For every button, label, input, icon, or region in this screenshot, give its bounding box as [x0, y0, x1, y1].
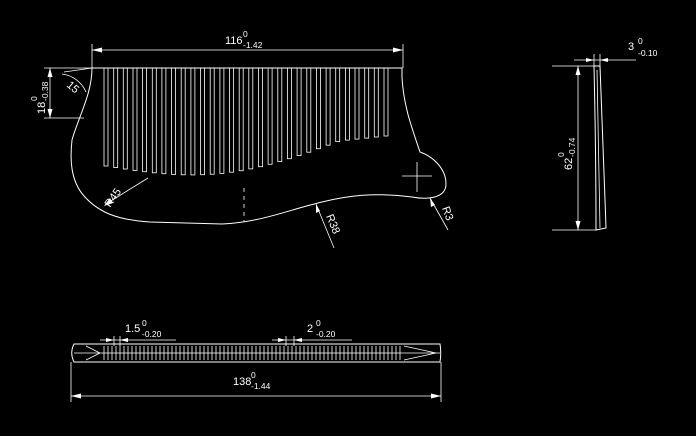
comb-teeth	[103, 67, 389, 176]
comb-tooth	[103, 67, 109, 167]
comb-tooth	[113, 67, 119, 168]
dim-len-base: 138	[233, 376, 251, 388]
dim-len-upper: 0	[251, 370, 256, 380]
dim-tw-base: 1.5	[125, 323, 140, 335]
comb-tooth	[335, 67, 341, 142]
dim-side-thk-arrow-left	[586, 58, 594, 62]
comb-tooth	[354, 67, 360, 140]
dim-len-lower: -1.44	[251, 381, 271, 391]
comb-tooth	[267, 67, 273, 165]
dim-top-base: 116	[225, 35, 243, 47]
comb-tooth	[200, 67, 206, 176]
dim-r3-text: R3	[439, 205, 455, 222]
comb-tooth	[190, 67, 196, 176]
dim-side-thk-arrow-right	[600, 58, 608, 62]
comb-tooth	[258, 67, 263, 168]
dim-top-arrow-right	[393, 47, 403, 53]
top-left-end-2	[85, 352, 101, 361]
comb-tooth	[373, 67, 379, 138]
dim-side-h-text: 62 0 -0.74	[556, 137, 577, 170]
dim-side-h-arrow-top	[575, 66, 581, 75]
dim-r38-text: R38	[323, 213, 342, 236]
dim-gap-base: 2	[307, 323, 313, 335]
comb-tooth	[286, 67, 292, 160]
dim-r3-arrow	[430, 198, 435, 207]
top-left-end	[85, 345, 101, 354]
dim-side-thk-upper: 0	[638, 36, 643, 46]
top-right-end	[403, 345, 437, 354]
dim-left-upper: 0	[29, 96, 39, 101]
dim-angle-arc	[61, 73, 87, 93]
dim-tw-lower: -0.20	[142, 329, 162, 339]
dim-r45-leader	[105, 177, 149, 205]
dim-left-arrow-top	[47, 68, 53, 77]
comb-tooth	[151, 67, 157, 174]
comb-tooth	[171, 67, 177, 175]
dim-r3-value: R3	[439, 205, 455, 222]
comb-tooth	[142, 67, 148, 173]
dim-left-text: 18 0 -0.38	[29, 81, 50, 114]
comb-outline	[70, 67, 447, 225]
side-inner-line	[596, 69, 601, 229]
side-outline	[593, 65, 607, 231]
dim-len-arrow-left	[71, 393, 81, 399]
dim-left-lower: -0.38	[40, 81, 50, 101]
comb-tooth	[132, 67, 138, 171]
dim-gap-arrow-left	[278, 338, 286, 342]
dim-left-base: 18	[36, 102, 48, 114]
comb-tooth	[306, 67, 312, 153]
dim-top-lower: -1.42	[243, 40, 263, 50]
dim-gap-arrow-right	[294, 338, 302, 342]
comb-tooth	[325, 67, 331, 146]
dim-side-h-lower: -0.74	[567, 137, 577, 157]
side-view: 3 0 -0.10 62 0 -0.74	[552, 36, 658, 231]
top-outline	[71, 343, 442, 363]
comb-tooth	[364, 67, 370, 139]
dim-r45-arrow	[104, 198, 113, 206]
top-view: 1.5 0 -0.20 2 0 -0.20 138 0 -1.44	[70, 318, 442, 402]
comb-tooth	[229, 67, 234, 173]
comb-tooth	[122, 67, 128, 170]
dim-left-arrow-bottom	[47, 109, 53, 118]
dim-side-thk-lower: -0.10	[638, 48, 658, 58]
comb-tooth	[219, 67, 225, 174]
comb-tooth	[180, 67, 186, 176]
dim-side-thk-base: 3	[628, 41, 634, 53]
dim-side-h-arrow-bottom	[575, 221, 581, 230]
comb-tooth	[344, 67, 350, 141]
comb-tooth	[161, 67, 167, 175]
comb-tooth	[248, 67, 254, 170]
dim-top-arrow-left	[92, 47, 102, 53]
dim-tw-arrow-left	[106, 338, 114, 342]
comb-tooth	[238, 67, 244, 172]
comb-tooth	[209, 67, 215, 175]
dim-side-h-upper: 0	[556, 152, 566, 157]
comb-tooth	[296, 67, 302, 156]
top-view-teeth	[103, 346, 401, 360]
comb-tooth	[277, 67, 283, 162]
dim-r38-value: R38	[323, 213, 342, 236]
dim-len-arrow-right	[431, 393, 441, 399]
front-view: 116 0 -1.42 18 0 -0.38 15 R45 R38	[29, 29, 455, 249]
dim-angle-leader	[63, 67, 93, 73]
top-right-end-2	[403, 352, 437, 361]
dim-top-upper: 0	[243, 29, 248, 39]
dim-r45-text: R45	[103, 186, 124, 209]
dim-r45-value: R45	[103, 186, 124, 209]
dim-side-h-base: 62	[563, 158, 575, 170]
dim-tw-arrow-right	[120, 338, 128, 342]
dim-r38-arrow	[316, 204, 320, 213]
comb-tooth	[315, 67, 321, 150]
dim-gap-upper: 0	[316, 318, 321, 328]
dim-tw-upper: 0	[142, 318, 147, 328]
dim-gap-lower: -0.20	[316, 329, 336, 339]
comb-tooth	[383, 67, 389, 137]
